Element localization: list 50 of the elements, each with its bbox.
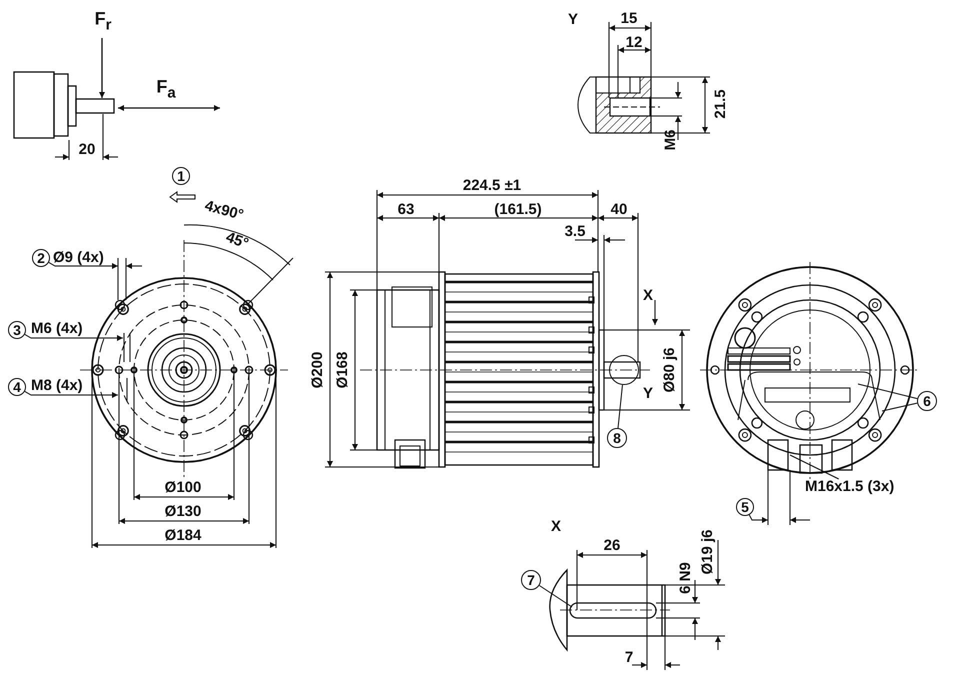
callout-number: 2 xyxy=(32,249,50,267)
view-label: X xyxy=(551,519,561,535)
callout-number: 6 xyxy=(917,391,937,411)
dimension-text: 63 xyxy=(398,202,414,218)
dimension-text: 12 xyxy=(626,35,642,51)
force-label: F$_{r}$ xyxy=(94,8,112,36)
dimension-text: (161.5) xyxy=(494,202,542,218)
leader-line xyxy=(748,514,768,523)
callout-number: 4 xyxy=(8,378,26,396)
leader-line xyxy=(48,262,118,269)
leader-line xyxy=(790,454,840,480)
callout-number: 5 xyxy=(736,498,754,516)
leader-line xyxy=(882,402,918,412)
callout-text: M16x1.5 (3x) xyxy=(805,479,894,495)
view-label: X xyxy=(643,288,653,304)
leader-line xyxy=(24,390,118,398)
dimension-text: Ø130 xyxy=(164,504,202,520)
angle-text: 45° xyxy=(224,230,250,252)
leader-line xyxy=(858,384,918,400)
dimension-text: Ø19 j6 xyxy=(700,529,716,575)
force-label: F$_{a}$ xyxy=(156,76,176,104)
dimension-text: 3.5 xyxy=(564,224,586,240)
dimension-text: 15 xyxy=(620,11,638,27)
leader-line xyxy=(24,334,124,341)
dimension-text: 40 xyxy=(610,202,628,218)
callout-text: M6 (4x) xyxy=(31,321,83,337)
view-label: Y xyxy=(643,386,653,402)
dimension-text: 224.5 ±1 xyxy=(462,178,522,194)
dimension-text: 20 xyxy=(78,142,96,158)
dimension-text: Ø80 j6 xyxy=(662,347,678,393)
dimension-text: 6 N9 xyxy=(678,562,694,594)
dimension-text: 7 xyxy=(624,650,634,666)
callout-number: 8 xyxy=(607,428,627,448)
callout-text: M8 (4x) xyxy=(31,378,83,394)
callout-text: Ø9 (4x) xyxy=(53,250,104,266)
dimension-text: 21.5 xyxy=(713,89,729,119)
callout-number: 7 xyxy=(521,570,541,590)
thread-label: M6 xyxy=(663,130,679,150)
callout-number: 1 xyxy=(172,167,190,185)
view-label: Y xyxy=(568,12,578,28)
angle-text: 4x90° xyxy=(202,198,246,224)
detail-circle xyxy=(609,355,639,385)
dimension-text: 26 xyxy=(604,538,620,554)
dimension-text: Ø184 xyxy=(164,528,202,544)
callout-number: 3 xyxy=(8,321,26,339)
leader-line xyxy=(618,384,623,429)
leader-line xyxy=(538,585,572,608)
dimension-text: Ø168 xyxy=(335,352,351,388)
dimension-text: Ø100 xyxy=(164,480,202,496)
dimension-text: Ø200 xyxy=(310,352,326,388)
